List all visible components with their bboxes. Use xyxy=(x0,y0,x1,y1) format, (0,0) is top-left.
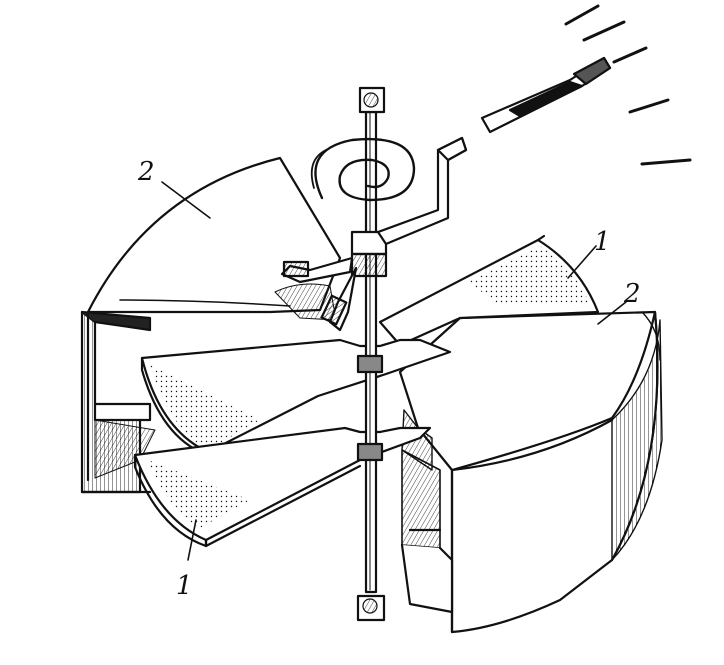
top-bearing xyxy=(358,86,386,114)
side-arms xyxy=(280,256,358,332)
bottom-bearing xyxy=(356,594,386,622)
pointer-arm xyxy=(376,136,468,246)
label-stator-left: 2 xyxy=(137,157,155,187)
label-stator-right: 2 xyxy=(623,279,641,309)
label-rotor-bottom: 1 xyxy=(176,571,193,601)
leader-lines xyxy=(161,181,627,561)
rotor-blade-upper-right xyxy=(378,234,600,347)
label-rotor-right: 1 xyxy=(594,227,611,257)
pointer-tool xyxy=(480,56,612,134)
spiral-spring xyxy=(310,138,416,202)
right-stator-plate xyxy=(398,310,663,634)
rotor-blade-lower xyxy=(133,426,432,548)
motion-lines xyxy=(564,4,692,166)
left-stator-plate xyxy=(80,156,342,494)
